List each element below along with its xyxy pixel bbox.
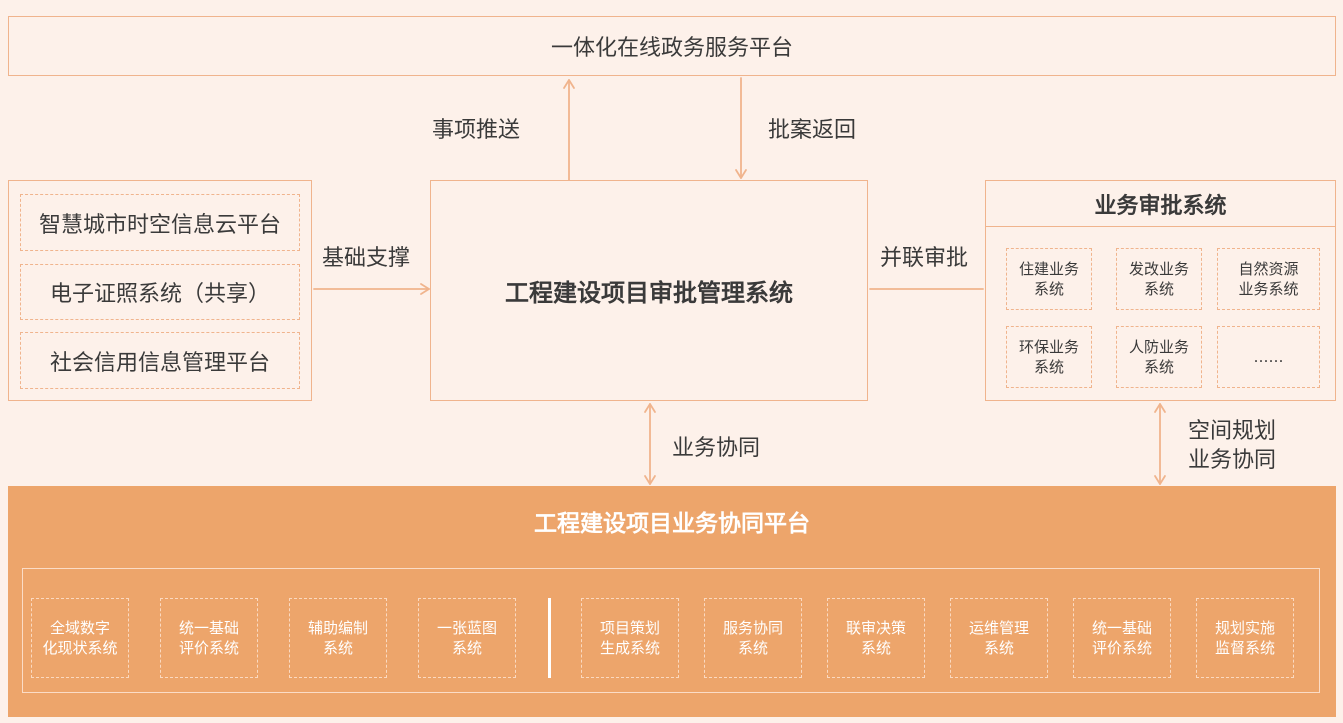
support-label: 基础支撑: [322, 246, 411, 271]
left-systems-panel: 智慧城市时空信息云平台 电子证照系统（共享） 社会信用信息管理平台: [8, 180, 312, 401]
bottom-system-item: 辅助编制 系统: [289, 598, 387, 678]
collab-label: 业务协同: [672, 436, 761, 461]
top-platform-label: 一体化在线政务服务平台: [550, 36, 793, 61]
parallel-label: 并联审批: [880, 246, 969, 271]
bottom-system-item: 全域数字 化现状系统: [31, 598, 129, 678]
bottom-system-item: 统一基础 评价系统: [160, 598, 258, 678]
bottom-platform-title: 工程建设项目业务协同平台: [534, 511, 810, 537]
return-label: 批案返回: [768, 118, 857, 143]
approval-subsystem: 人防业务 系统: [1116, 326, 1202, 388]
approval-subsystem: 发改业务 系统: [1116, 248, 1202, 310]
bottom-system-item: 运维管理 系统: [950, 598, 1048, 678]
approval-subsystem-more: ……: [1217, 326, 1320, 388]
bottom-platform: 工程建设项目业务协同平台 全域数字 化现状系统 统一基础 评价系统 辅助编制 系…: [8, 486, 1336, 717]
bottom-system-item: 一张蓝图 系统: [418, 598, 516, 678]
approval-subsystem: 环保业务 系统: [1006, 326, 1092, 388]
center-system-label: 工程建设项目审批管理系统: [505, 279, 793, 307]
bottom-system-item: 规划实施 监督系统: [1196, 598, 1294, 678]
business-approval-panel: 业务审批系统 住建业务 系统 发改业务 系统 自然资源 业务系统 环保业务 系统…: [985, 180, 1336, 401]
left-system-item: 智慧城市时空信息云平台: [20, 194, 300, 251]
push-label: 事项推送: [432, 118, 521, 143]
business-approval-title: 业务审批系统: [986, 181, 1335, 227]
approval-subsystem: 自然资源 业务系统: [1217, 248, 1320, 310]
bottom-systems-frame: 全域数字 化现状系统 统一基础 评价系统 辅助编制 系统 一张蓝图 系统 项目策…: [22, 568, 1320, 693]
bottom-system-item: 统一基础 评价系统: [1073, 598, 1171, 678]
group-divider: [548, 598, 551, 678]
bottom-system-item: 联审决策 系统: [827, 598, 925, 678]
bottom-system-item: 项目策划 生成系统: [581, 598, 679, 678]
bottom-system-item: 服务协同 系统: [704, 598, 802, 678]
left-system-item: 社会信用信息管理平台: [20, 332, 300, 389]
approval-subsystem: 住建业务 系统: [1006, 248, 1092, 310]
spatial-label: 空间规划 业务协同: [1188, 419, 1277, 473]
center-system-box: 工程建设项目审批管理系统: [430, 180, 868, 401]
left-system-item: 电子证照系统（共享）: [20, 264, 300, 320]
top-platform-box: 一体化在线政务服务平台: [8, 16, 1336, 76]
